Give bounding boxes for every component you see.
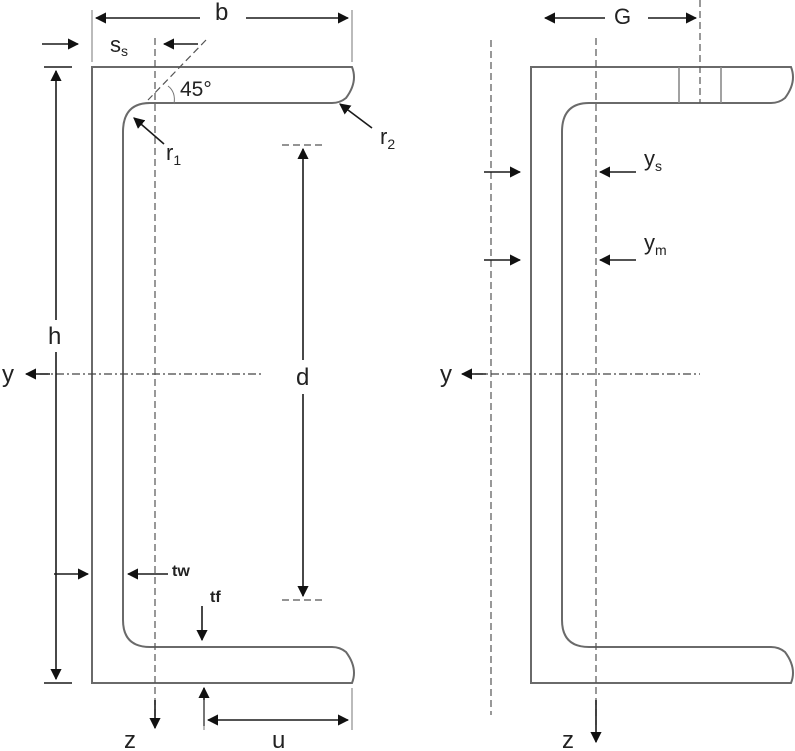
r2-label: r2 bbox=[380, 124, 395, 152]
z-axis-label-right: z bbox=[562, 727, 574, 751]
ys-label: ys bbox=[644, 146, 662, 174]
r1-label: r1 bbox=[166, 140, 181, 168]
d-label: d bbox=[296, 364, 309, 391]
angle-arc bbox=[167, 85, 175, 105]
h-label: h bbox=[48, 323, 61, 350]
left-channel-outline bbox=[91, 66, 355, 684]
r2-leader bbox=[339, 103, 373, 129]
ss-label: ss bbox=[110, 32, 128, 59]
ym-label: ym bbox=[644, 230, 667, 258]
right-channel-profile bbox=[530, 66, 794, 684]
right-channel-outline bbox=[530, 66, 794, 684]
angle-label: 45° bbox=[180, 78, 212, 101]
tf-label: tf bbox=[210, 589, 221, 606]
G-label: G bbox=[614, 4, 631, 29]
bevel-45-line bbox=[147, 39, 207, 101]
z-axis-label-left: z bbox=[124, 727, 136, 751]
tw-label: tw bbox=[172, 563, 190, 580]
y-axis-label-left: y bbox=[2, 361, 14, 388]
b-label: b bbox=[215, 0, 228, 26]
left-channel-profile bbox=[91, 66, 355, 684]
y-axis-label-right: y bbox=[440, 361, 452, 388]
u-label: u bbox=[272, 727, 285, 751]
r1-leader bbox=[133, 117, 165, 145]
